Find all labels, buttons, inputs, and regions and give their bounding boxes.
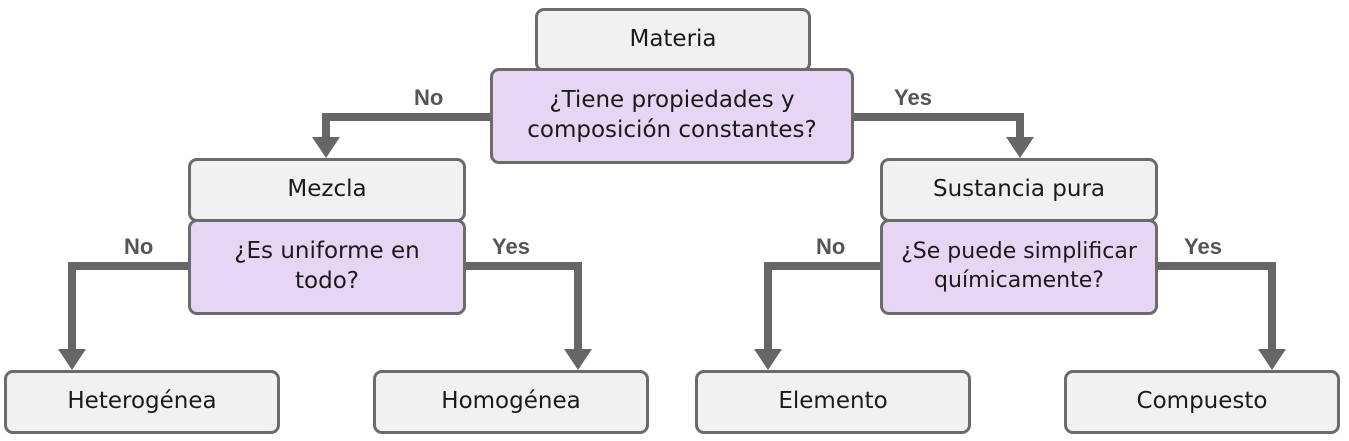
arrow-head-heterogenea xyxy=(58,349,86,370)
arrow-head-homogenea xyxy=(564,349,592,370)
arrow-yes-to-sustancia xyxy=(852,113,1024,140)
arrow-no-to-heterogenea xyxy=(68,262,190,352)
arrow-head-elemento xyxy=(754,349,782,370)
arrow-yes-to-homogenea xyxy=(464,262,582,352)
node-homogenea: Homogénea xyxy=(373,370,649,434)
arrow-no-to-mezcla xyxy=(322,113,492,140)
node-sustancia-pura: Sustancia pura xyxy=(880,158,1158,222)
node-question-simplificar: ¿Se puede simplificar químicamente? xyxy=(880,219,1158,315)
edge-label-no-top: No xyxy=(414,85,444,110)
node-question-uniforme: ¿Es uniforme en todo? xyxy=(188,219,466,315)
edge-label-yes-simplificar: Yes xyxy=(1184,234,1222,259)
edge-label-no-simplificar: No xyxy=(816,234,846,259)
node-elemento: Elemento xyxy=(695,370,971,434)
edge-label-yes-top: Yes xyxy=(894,85,932,110)
arrow-head-compuesto xyxy=(1258,349,1286,370)
edge-label-no-uniforme: No xyxy=(124,234,154,259)
arrow-yes-to-compuesto xyxy=(1156,262,1276,352)
node-heterogenea: Heterogénea xyxy=(4,370,280,434)
edge-label-yes-uniforme: Yes xyxy=(492,234,530,259)
arrow-no-to-elemento xyxy=(764,262,882,352)
arrow-head-sustancia xyxy=(1006,137,1034,158)
arrow-head-mezcla xyxy=(312,137,340,158)
node-mezcla: Mezcla xyxy=(188,158,466,222)
node-compuesto: Compuesto xyxy=(1064,370,1340,434)
node-question-constantes: ¿Tiene propiedades y composición constan… xyxy=(490,68,854,164)
node-materia: Materia xyxy=(535,8,811,72)
